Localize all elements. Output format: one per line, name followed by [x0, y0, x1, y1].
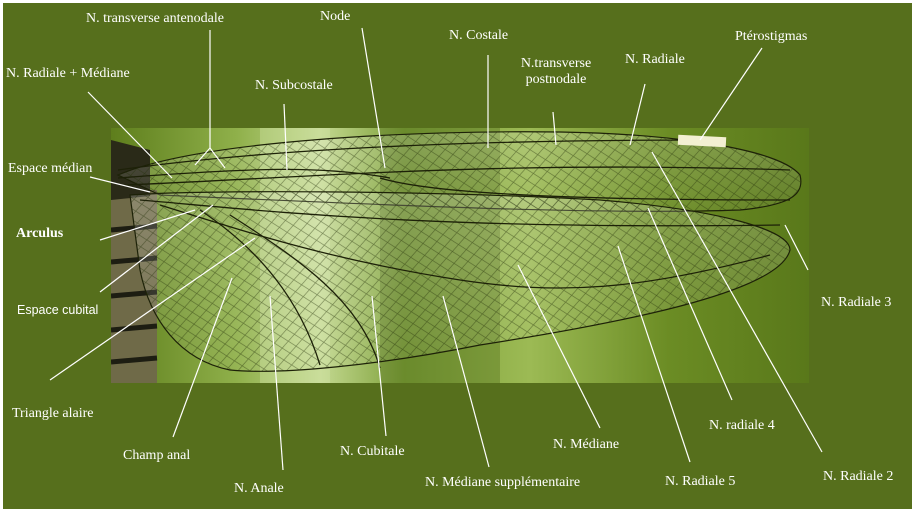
- label-cubitale: N. Cubitale: [340, 444, 405, 459]
- label-node: Node: [320, 9, 351, 24]
- leader-lines: [49, 27, 823, 471]
- leader-espace-cubital: [99, 204, 214, 293]
- leader-arculus: [99, 209, 196, 241]
- label-radiale-mediane: N. Radiale + Médiane: [6, 66, 130, 81]
- label-subcostale: N. Subcostale: [255, 78, 333, 93]
- leader-radiale-2: [651, 151, 823, 453]
- leader-radiale: [629, 83, 646, 146]
- leader-triangle-alaire: [49, 237, 256, 381]
- wing-photo: [111, 128, 809, 383]
- leader-espace-median: [89, 176, 151, 193]
- leader-subcostale: [283, 103, 288, 171]
- leader-transverse-antenodale-a: [194, 147, 211, 166]
- leader-mediane-supplementaire: [442, 295, 490, 468]
- leader-radiale-4: [647, 207, 733, 401]
- leader-anale: [269, 295, 284, 471]
- label-arculus: Arculus: [16, 226, 64, 241]
- label-pterostigmas: Ptérostigmas: [735, 29, 808, 44]
- label-champ-anal: Champ anal: [123, 448, 191, 463]
- label-triangle-alaire: Triangle alaire: [12, 406, 94, 421]
- leader-transverse-antenodale-b: [209, 147, 226, 169]
- label-radiale-5: N. Radiale 5: [665, 474, 736, 489]
- label-espace-cubital: Espace cubital: [17, 303, 99, 317]
- leader-pterostigmas: [699, 47, 763, 141]
- label-transverse-postnodale: N.transverse postnodale: [508, 56, 604, 88]
- leader-cubitale: [371, 295, 387, 437]
- leader-radiale-mediane: [87, 91, 173, 179]
- label-transverse-postnodale-line2: postnodale: [525, 72, 587, 87]
- leader-mediane: [517, 264, 601, 429]
- veins: [117, 139, 791, 369]
- label-anale: N. Anale: [234, 481, 284, 496]
- label-radiale: N. Radiale: [625, 52, 685, 67]
- pterostigma: [677, 134, 727, 148]
- label-transverse-postnodale-line1: N.transverse: [520, 56, 592, 71]
- label-mediane: N. Médiane: [553, 437, 620, 452]
- leader-transverse-postnodale: [552, 111, 557, 146]
- leader-radiale-3: [784, 224, 809, 271]
- label-costale: N. Costale: [449, 28, 509, 43]
- label-mediane-supplementaire: N. Médiane supplémentaire: [425, 475, 581, 490]
- label-transverse-antenodale: N. transverse antenodale: [86, 11, 224, 26]
- label-radiale-3: N. Radiale 3: [821, 295, 892, 310]
- label-radiale-4: N. radiale 4: [709, 418, 775, 433]
- leader-node: [361, 27, 386, 169]
- label-espace-median: Espace médian: [8, 161, 93, 176]
- leader-radiale-5: [617, 245, 691, 463]
- label-radiale-2: N. Radiale 2: [823, 469, 894, 484]
- leader-champ-anal: [172, 277, 233, 438]
